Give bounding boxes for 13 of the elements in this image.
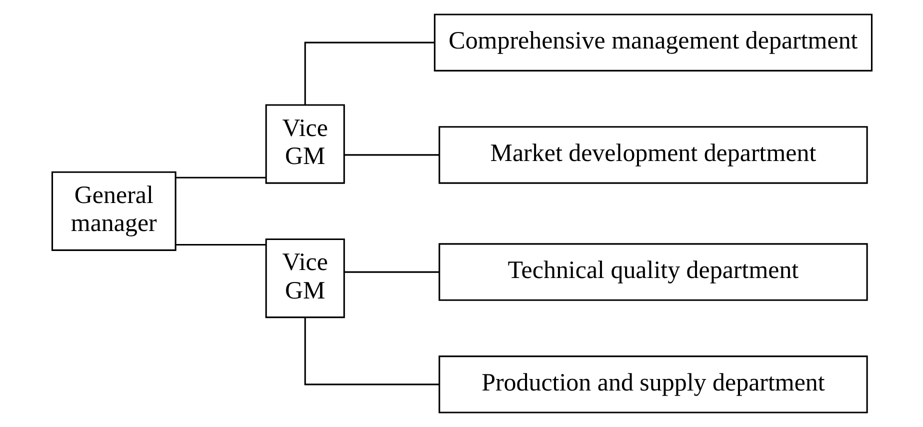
- connector: [344, 271, 439, 273]
- node-box: Vice GM: [264, 104, 344, 184]
- node-box: General manager: [50, 171, 176, 251]
- node-box: Comprehensive management department: [433, 14, 872, 72]
- connector: [304, 42, 434, 105]
- connector: [304, 318, 439, 386]
- connector: [175, 176, 266, 178]
- node-box: Vice GM: [264, 238, 344, 318]
- node-box: Production and supply department: [438, 356, 868, 414]
- connector: [344, 154, 439, 156]
- node-box: Market development department: [438, 126, 868, 184]
- connector: [175, 244, 266, 246]
- node-box: Technical quality department: [438, 243, 868, 301]
